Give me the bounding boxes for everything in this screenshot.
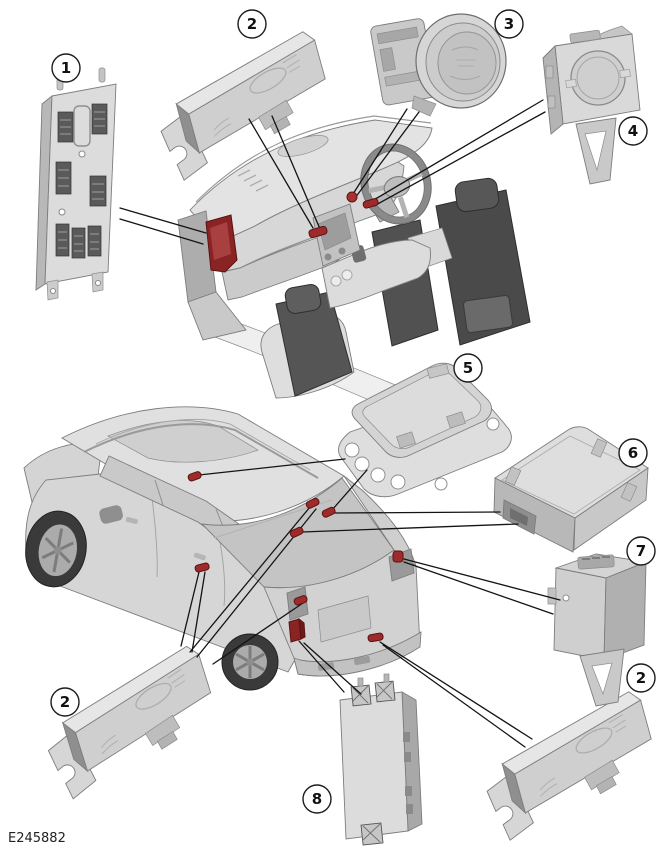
callout-6: 6 xyxy=(618,438,648,468)
callout-2-bottom-right: 2 xyxy=(626,663,656,693)
component-junction-box xyxy=(35,67,117,301)
callout-8: 8 xyxy=(302,784,332,814)
front-wheel xyxy=(25,510,87,588)
exterior-vehicle-illustration xyxy=(23,406,422,691)
marker-rail-upper xyxy=(305,497,320,509)
marker-roof xyxy=(187,471,202,482)
location-markers xyxy=(187,191,404,643)
callouts: 1 2 3 4 5 6 7 2 xyxy=(50,9,656,814)
callout-5: 5 xyxy=(453,353,483,383)
component-box-module xyxy=(493,426,649,553)
callout-7: 7 xyxy=(626,536,656,566)
marker-start-switch xyxy=(346,191,358,203)
callout-1: 1 xyxy=(51,53,81,83)
svg-text:2: 2 xyxy=(60,693,70,711)
callout-3: 3 xyxy=(494,9,524,39)
svg-text:4: 4 xyxy=(628,122,638,140)
svg-text:8: 8 xyxy=(312,790,322,808)
callout-2-top: 2 xyxy=(237,9,267,39)
callout-4: 4 xyxy=(618,116,648,146)
component-bracket-module-top xyxy=(542,25,641,185)
svg-text:6: 6 xyxy=(628,444,638,462)
marker-rear-window xyxy=(289,526,304,538)
marker-console-antenna xyxy=(308,225,328,239)
marker-bumper xyxy=(367,632,384,643)
component-antenna-bottom-left xyxy=(31,642,233,801)
leader-lines xyxy=(119,99,561,748)
marker-door-sill xyxy=(194,562,210,573)
svg-text:3: 3 xyxy=(504,15,514,33)
svg-text:7: 7 xyxy=(636,542,646,560)
callout-2-bottom-left: 2 xyxy=(50,687,80,717)
marker-rail-mid xyxy=(321,506,336,518)
component-bracket-module-rear xyxy=(547,553,648,707)
svg-text:2: 2 xyxy=(636,669,646,687)
component-antenna-bottom-right xyxy=(471,688,672,843)
marker-left-pillar xyxy=(293,595,308,606)
svg-text:2: 2 xyxy=(247,15,257,33)
marker-tail-lamp xyxy=(288,617,306,643)
figure-code-label: E245882 xyxy=(8,831,66,846)
marker-column-module xyxy=(362,198,379,209)
marker-right-pillar xyxy=(392,550,404,563)
svg-text:5: 5 xyxy=(463,359,473,377)
component-flat-module xyxy=(339,673,423,846)
svg-text:1: 1 xyxy=(61,59,71,77)
rear-wheel xyxy=(221,633,279,691)
component-module-mounting-plate xyxy=(338,362,512,498)
component-start-stop-switch xyxy=(370,13,507,117)
